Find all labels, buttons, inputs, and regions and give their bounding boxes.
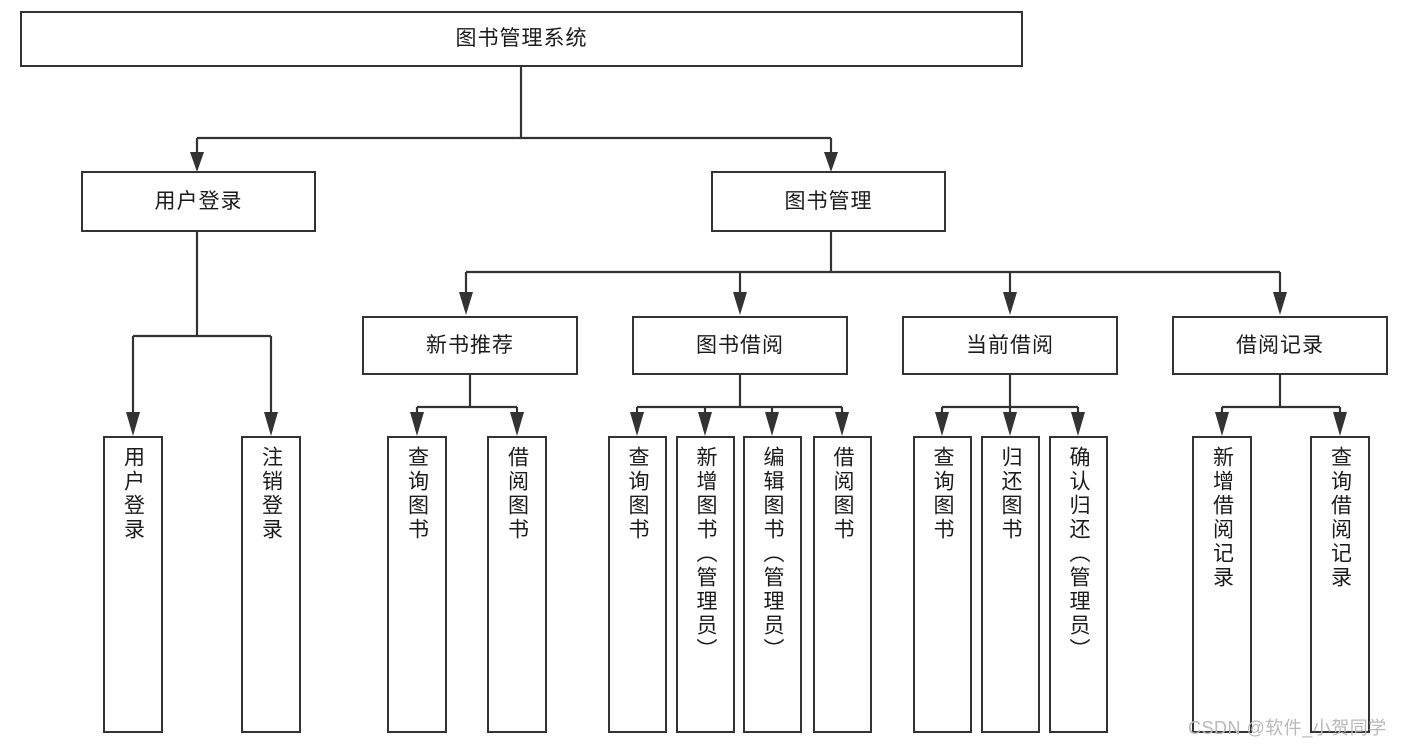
arrow-edit-book <box>765 412 779 436</box>
node-book-manage[interactable]: 图书管理 <box>711 171 946 232</box>
node-leaf-edit-book-label: 编辑图书（管理员） <box>761 446 784 662</box>
node-book-manage-label: 图书管理 <box>784 189 873 213</box>
arrow-borrow-book-1 <box>510 412 524 436</box>
arrow-add-record <box>1215 412 1229 436</box>
node-leaf-add-book-label: 新增图书（管理员） <box>694 446 717 662</box>
node-leaf-query-book-2[interactable]: 查询图书 <box>608 436 667 733</box>
arrow-book-borrow <box>733 292 747 315</box>
arrow-borrow-book-2 <box>835 412 849 436</box>
node-leaf-add-book[interactable]: 新增图书（管理员） <box>676 436 735 733</box>
arrow-leaf-logout <box>264 412 278 436</box>
arrow-query-book-1 <box>410 412 424 436</box>
arrow-add-book <box>698 412 712 436</box>
node-new-book-rec-label: 新书推荐 <box>426 333 514 357</box>
node-user-login[interactable]: 用户登录 <box>81 171 316 232</box>
arrow-query-book-3 <box>935 412 949 436</box>
node-user-login-label: 用户登录 <box>154 189 243 213</box>
arrow-leaf-user-login <box>126 412 140 436</box>
node-borrow-record-label: 借阅记录 <box>1236 333 1324 357</box>
node-leaf-query-book-1[interactable]: 查询图书 <box>387 436 447 733</box>
node-root-label: 图书管理系统 <box>455 27 588 51</box>
node-borrow-record[interactable]: 借阅记录 <box>1172 316 1388 375</box>
node-leaf-query-book-1-label: 查询图书 <box>405 446 429 542</box>
node-root[interactable]: 图书管理系统 <box>20 11 1023 67</box>
node-new-book-rec[interactable]: 新书推荐 <box>362 316 578 375</box>
node-leaf-borrow-book-2[interactable]: 借阅图书 <box>813 436 872 733</box>
node-leaf-logout-label: 注销登录 <box>259 446 283 542</box>
node-leaf-add-record-label: 新增借阅记录 <box>1210 446 1234 590</box>
node-leaf-query-record[interactable]: 查询借阅记录 <box>1310 436 1370 733</box>
node-leaf-query-book-3[interactable]: 查询图书 <box>913 436 972 733</box>
node-leaf-borrow-book-1[interactable]: 借阅图书 <box>487 436 547 733</box>
node-leaf-return-book[interactable]: 归还图书 <box>981 436 1040 733</box>
node-leaf-user-login[interactable]: 用户登录 <box>103 436 163 733</box>
arrow-book-manage <box>824 152 838 172</box>
node-leaf-query-record-label: 查询借阅记录 <box>1328 446 1352 590</box>
arrow-query-record <box>1333 412 1347 436</box>
node-leaf-query-book-3-label: 查询图书 <box>931 446 954 542</box>
node-leaf-borrow-book-1-label: 借阅图书 <box>505 446 529 542</box>
arrow-current-borrow <box>1003 292 1017 315</box>
node-book-borrow-label: 图书借阅 <box>696 333 784 357</box>
node-leaf-confirm-return-label: 确认归还（管理员） <box>1067 446 1090 662</box>
node-book-borrow[interactable]: 图书借阅 <box>632 316 848 375</box>
node-leaf-query-book-2-label: 查询图书 <box>626 446 649 542</box>
node-leaf-add-record[interactable]: 新增借阅记录 <box>1192 436 1252 733</box>
arrow-borrow-record <box>1273 292 1287 315</box>
node-current-borrow-label: 当前借阅 <box>966 333 1054 357</box>
node-leaf-return-book-label: 归还图书 <box>999 446 1022 542</box>
node-leaf-logout[interactable]: 注销登录 <box>241 436 301 733</box>
arrow-query-book-2 <box>630 412 644 436</box>
csdn-watermark: CSDN @软件_小贺同学 <box>1188 718 1387 738</box>
arrow-return-book <box>1003 412 1017 436</box>
node-leaf-user-login-label: 用户登录 <box>121 446 145 542</box>
node-leaf-borrow-book-2-label: 借阅图书 <box>831 446 854 542</box>
node-leaf-confirm-return[interactable]: 确认归还（管理员） <box>1049 436 1108 733</box>
arrow-new-book-rec <box>459 292 473 315</box>
node-current-borrow[interactable]: 当前借阅 <box>902 316 1118 375</box>
arrow-user-login <box>190 152 204 172</box>
arrow-confirm-return <box>1071 412 1085 436</box>
node-leaf-edit-book[interactable]: 编辑图书（管理员） <box>743 436 802 733</box>
